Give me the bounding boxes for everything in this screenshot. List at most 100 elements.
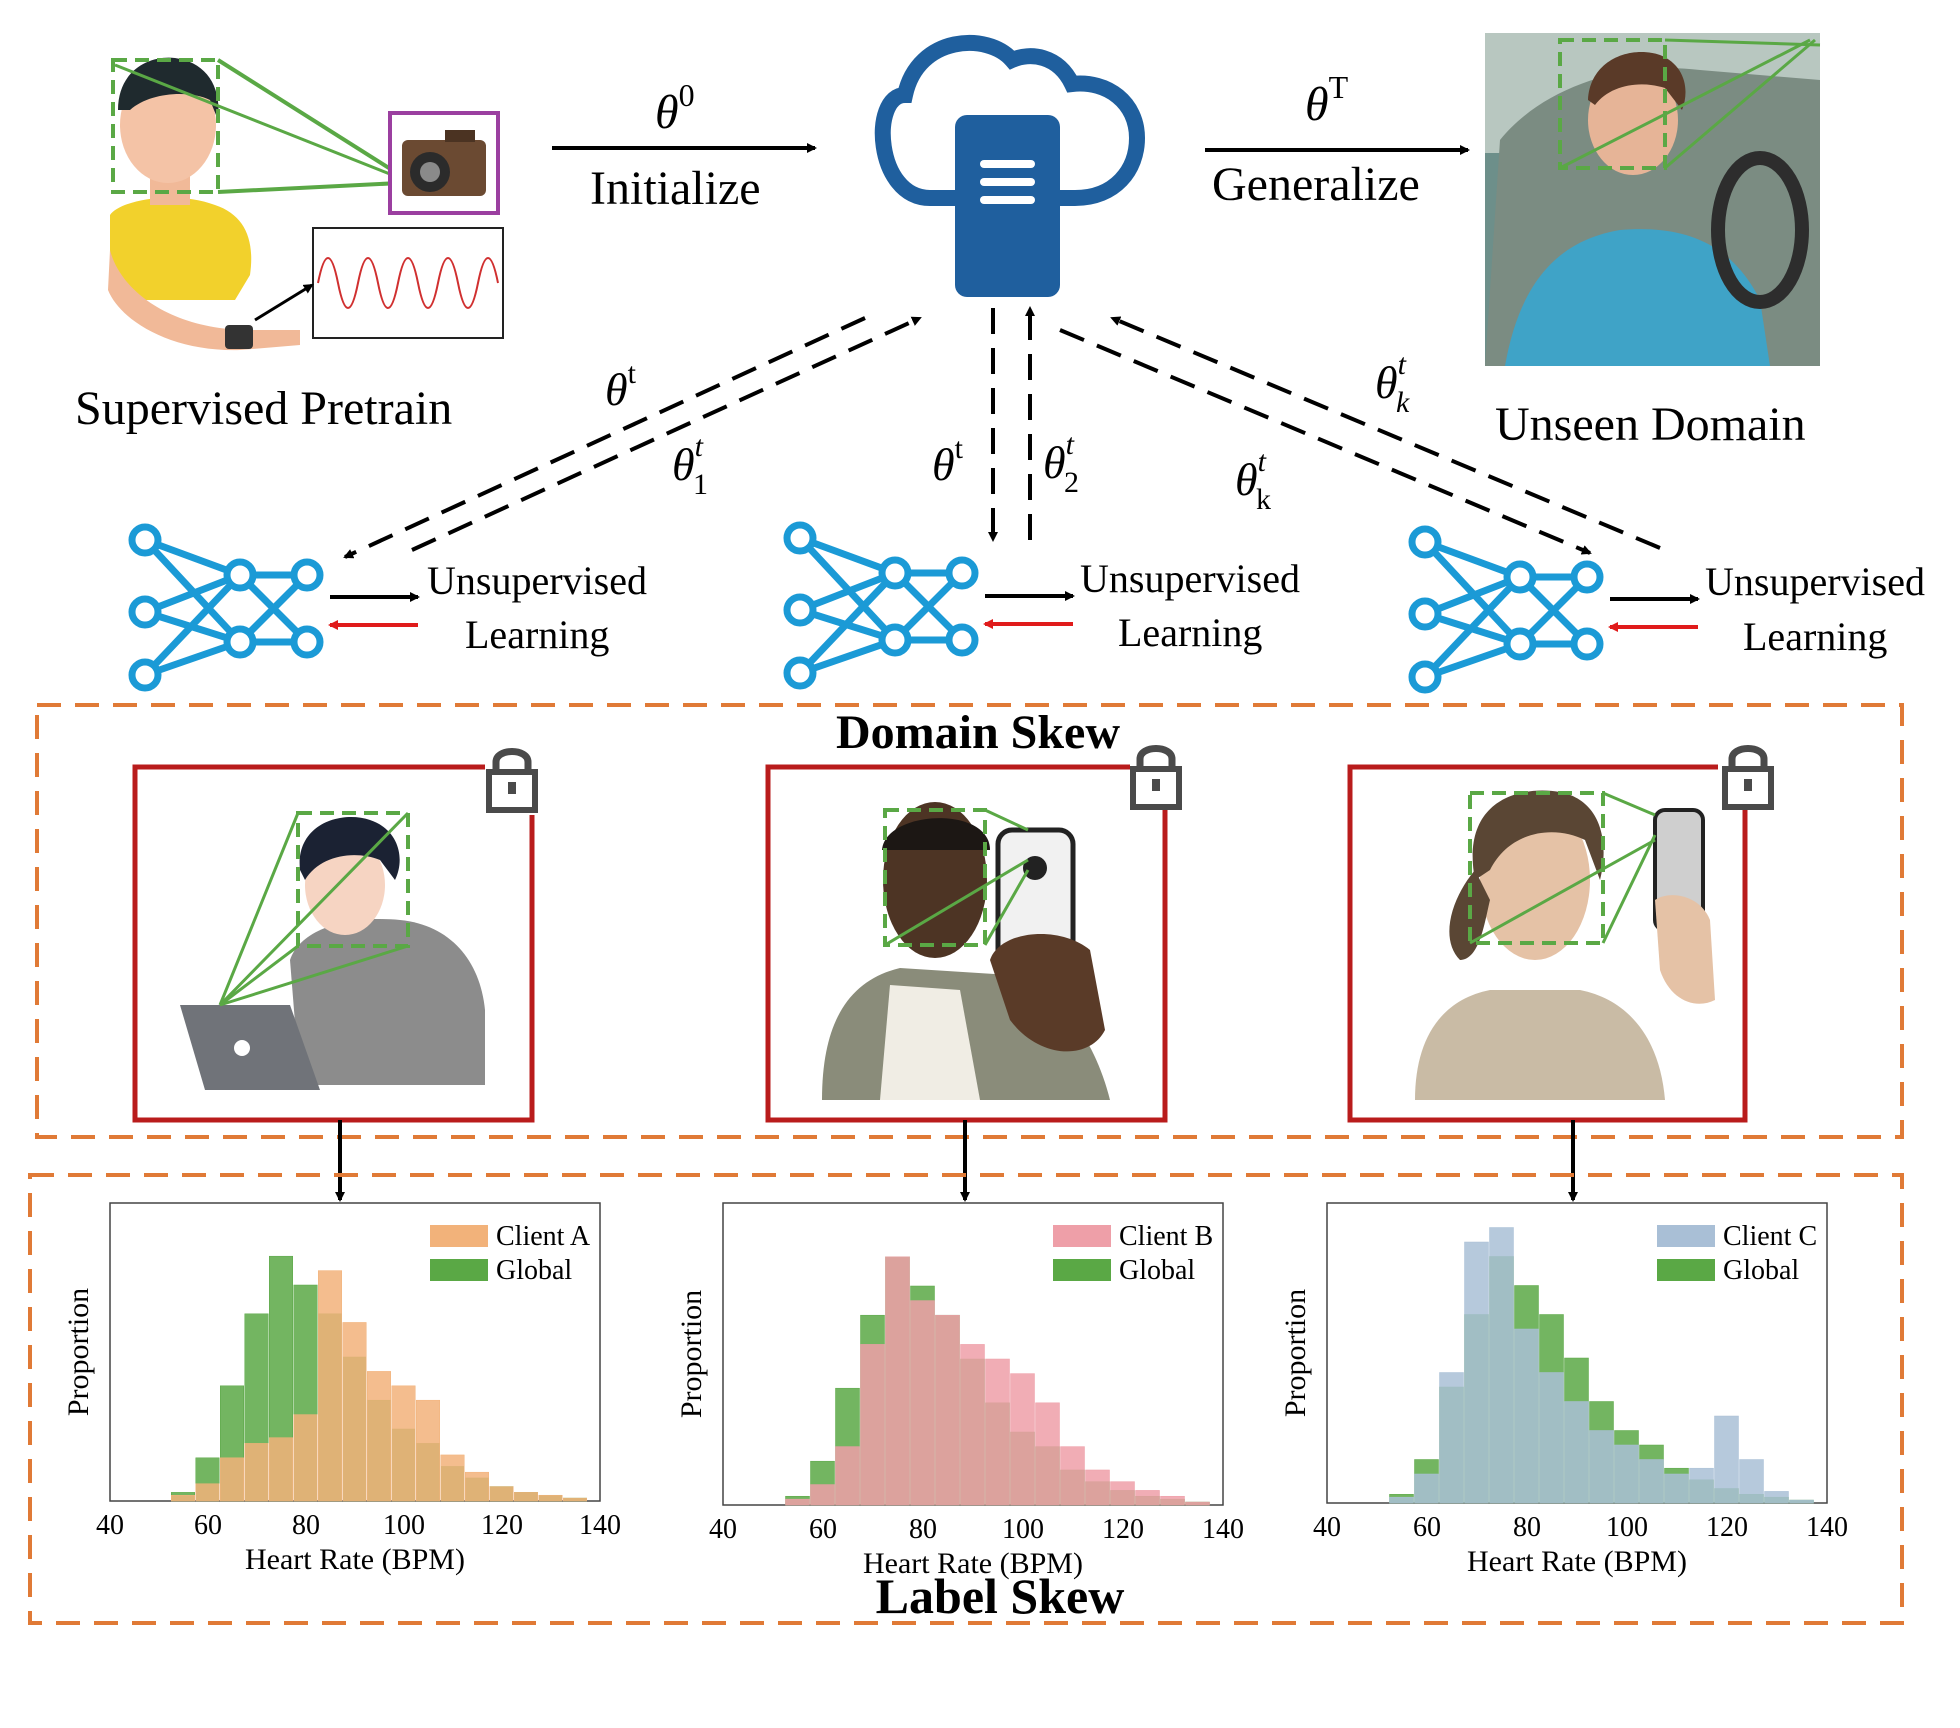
network-node [1408, 525, 1442, 559]
network-edge [143, 571, 242, 616]
histogram-bar [910, 1300, 935, 1506]
client-network-icon [783, 521, 979, 690]
histogram-bar [1564, 1401, 1589, 1504]
histogram-bar [538, 1494, 563, 1502]
legend-label: Client B [1119, 1221, 1213, 1252]
theta0-label: θ0 [655, 77, 695, 139]
client-1-arrows [983, 591, 1075, 629]
network-node [290, 558, 324, 592]
x-tick-label: 100 [383, 1510, 425, 1541]
network-edge [143, 536, 242, 579]
y-axis-label: Proportion [675, 1290, 708, 1418]
legend-swatch [1053, 1225, 1111, 1247]
histogram-bar [1135, 1490, 1160, 1506]
client-2-arrows [1608, 594, 1700, 632]
communication-arrows [343, 306, 1661, 559]
histogram-bar [1789, 1499, 1814, 1504]
generalize-label: Generalize [1212, 158, 1420, 211]
client-1-label-line1: Unsupervised [1080, 556, 1300, 601]
link-left-down-label: θt [605, 357, 637, 415]
client-network-icon [1408, 525, 1604, 694]
x-tick-label: 140 [1806, 1512, 1848, 1543]
lock-icon [1722, 745, 1774, 810]
histogram-bar [1085, 1469, 1110, 1506]
x-tick-label: 40 [709, 1514, 737, 1545]
network-node [783, 521, 817, 555]
x-axis-label: Heart Rate (BPM) [1467, 1545, 1687, 1578]
link-mid-down-label: θt [932, 432, 964, 490]
histogram-bar [1514, 1328, 1539, 1504]
network-edge [1423, 573, 1522, 618]
x-tick-label: 120 [1706, 1512, 1748, 1543]
domain-skew-title: Domain Skew [836, 706, 1120, 759]
legend-swatch [430, 1225, 488, 1247]
histogram-bar [960, 1344, 985, 1506]
thetaT-label: θT [1305, 69, 1349, 131]
histogram-bar [367, 1371, 391, 1502]
x-tick-label: 80 [909, 1514, 937, 1545]
histogram-bar [785, 1498, 810, 1506]
histogram-bar [489, 1486, 514, 1502]
histogram-bar [1764, 1491, 1789, 1504]
x-tick-label: 80 [1513, 1512, 1541, 1543]
histogram-bar [1110, 1481, 1135, 1506]
client-2-label-line2: Learning [1743, 614, 1887, 659]
x-tick-label: 100 [1606, 1512, 1648, 1543]
x-tick-label: 60 [194, 1510, 222, 1541]
histogram-bar [220, 1457, 244, 1502]
network-node [128, 523, 162, 557]
network-node [1570, 560, 1604, 594]
histogram-bar [1414, 1473, 1439, 1504]
histogram-bar [1035, 1402, 1060, 1506]
client-a-image [132, 764, 535, 1123]
y-axis-label: Proportion [62, 1288, 95, 1416]
network-node [128, 595, 162, 629]
histogram-bar [563, 1497, 587, 1502]
histogram-bar [342, 1322, 367, 1502]
client-0-arrows [328, 592, 420, 630]
histogram-bar [1010, 1373, 1035, 1506]
x-tick-label: 140 [579, 1510, 621, 1541]
histogram-bar [1664, 1473, 1689, 1504]
histogram-bar [835, 1446, 860, 1506]
network-node [1503, 627, 1537, 661]
histogram-bar [318, 1270, 342, 1502]
histogram-bar [244, 1443, 269, 1502]
lock-icon [486, 748, 538, 813]
histogram-bar [935, 1314, 960, 1506]
client-0-label-line1: Unsupervised [427, 558, 647, 603]
x-tick-label: 120 [1102, 1514, 1144, 1545]
legend-swatch [430, 1259, 488, 1281]
network-edge [142, 572, 243, 678]
network-edge [797, 570, 898, 676]
histogram-bar [269, 1437, 293, 1502]
client-c-image [1347, 764, 1748, 1123]
cloud-server-icon [874, 34, 1146, 297]
network-edge [143, 638, 242, 679]
network-node [878, 623, 912, 657]
x-tick-label: 80 [292, 1510, 320, 1541]
histogram-bar [1389, 1496, 1414, 1504]
x-tick-label: 100 [1002, 1514, 1044, 1545]
histogram-bar [1185, 1501, 1210, 1506]
network-node [223, 625, 257, 659]
histogram-bar [1614, 1444, 1639, 1504]
histogram-bar [1160, 1495, 1185, 1506]
x-axis-label: Heart Rate (BPM) [245, 1543, 465, 1576]
histogram-bar [985, 1358, 1010, 1506]
label-skew-frame [28, 1173, 1904, 1625]
network-node [1503, 560, 1537, 594]
legend-swatch [1053, 1259, 1111, 1281]
histogram-bar [1689, 1467, 1714, 1504]
network-node [290, 625, 324, 659]
histogram-bar [1539, 1372, 1564, 1504]
network-edge [1423, 538, 1522, 581]
legend-label: Global [1119, 1255, 1195, 1286]
